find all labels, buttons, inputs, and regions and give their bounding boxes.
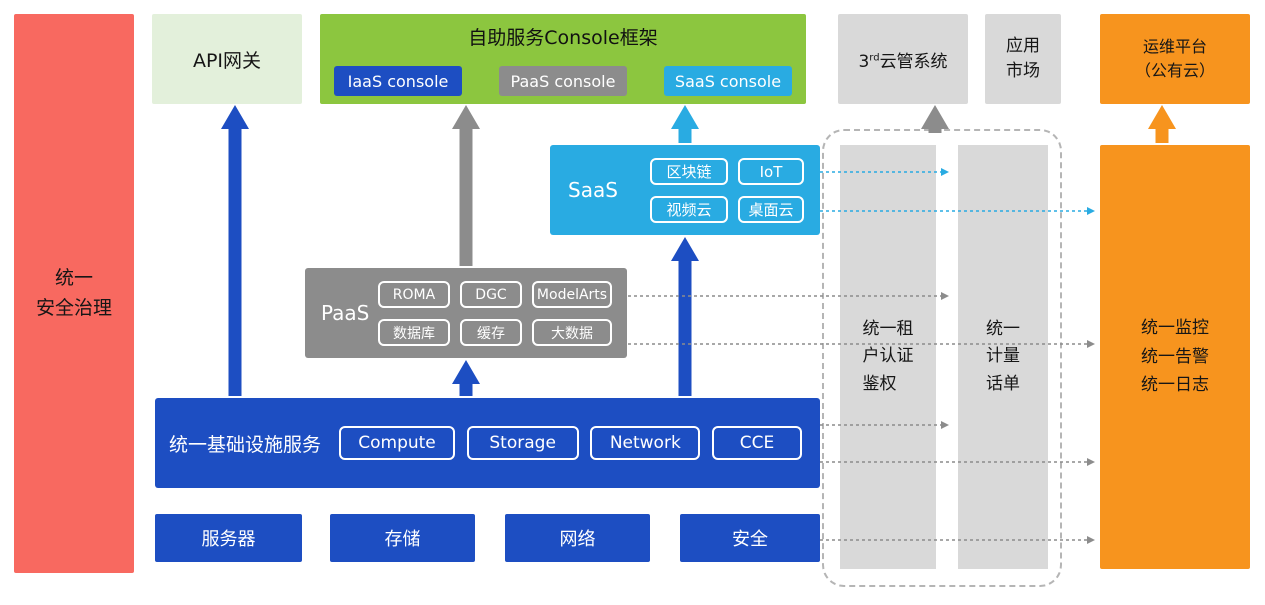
chip-video-cloud: 视频云: [650, 196, 728, 223]
third-party-sup: rd: [869, 51, 880, 63]
chip-modelarts: ModelArts: [532, 281, 612, 308]
hw-security-box: 安全: [680, 514, 820, 562]
monitoring-box: 统一监控 统一告警 统一日志: [1100, 145, 1250, 569]
chip-database: 数据库: [378, 319, 450, 346]
paas-chip-grid: ROMA DGC ModelArts 数据库 缓存 大数据: [378, 281, 612, 346]
infrastructure-bar: 统一基础设施服务 Compute Storage Network CCE: [155, 398, 820, 488]
chip-cache: 缓存: [460, 319, 522, 346]
chip-desktop-cloud: 桌面云: [738, 196, 804, 223]
iaas-console-badge: IaaS console: [334, 66, 462, 96]
hw-network-box: 网络: [505, 514, 650, 562]
third-party-cloud-label: 3rd云管系统: [858, 47, 947, 72]
chip-blockchain: 区块链: [650, 158, 728, 185]
security-governance-bar: 统一 安全治理: [14, 14, 134, 573]
third-party-num: 3: [858, 51, 870, 72]
paas-box: PaaS ROMA DGC ModelArts 数据库 缓存 大数据: [305, 268, 627, 358]
tenant-auth-bar: 统一租 户认证 鉴权: [840, 145, 936, 569]
api-gateway-box: API网关: [152, 14, 302, 104]
saas-console-badge: SaaS console: [664, 66, 792, 96]
paas-console-badge: PaaS console: [499, 66, 627, 96]
paas-label: PaaS: [321, 301, 370, 325]
chip-iot: IoT: [738, 158, 804, 185]
hw-storage-box: 存储: [330, 514, 475, 562]
saas-label: SaaS: [568, 178, 618, 202]
infrastructure-chip-row: Compute Storage Network CCE: [339, 426, 802, 460]
saas-box: SaaS 区块链 IoT 视频云 桌面云: [550, 145, 820, 235]
third-party-cloud-box: 3rd云管系统: [838, 14, 968, 104]
chip-storage: Storage: [466, 426, 579, 460]
ops-platform-box: 运维平台 （公有云）: [1100, 14, 1250, 104]
app-market-box: 应用 市场: [985, 14, 1061, 104]
chip-roma: ROMA: [378, 281, 450, 308]
saas-chip-grid: 区块链 IoT 视频云 桌面云: [650, 158, 804, 223]
chip-compute: Compute: [339, 426, 455, 460]
console-framework-box: 自助服务Console框架 IaaS console PaaS console …: [320, 14, 806, 104]
console-badges-row: IaaS console PaaS console SaaS console: [334, 66, 792, 96]
chip-dgc: DGC: [460, 281, 522, 308]
chip-cce: CCE: [711, 426, 802, 460]
console-framework-title: 自助服务Console框架: [468, 27, 658, 49]
chip-bigdata: 大数据: [532, 319, 612, 346]
infrastructure-label: 统一基础设施服务: [169, 433, 322, 456]
shared-services-dashed-container: [822, 129, 1062, 587]
chip-network: Network: [590, 426, 701, 460]
third-party-rest: 云管系统: [879, 51, 948, 72]
metering-bar: 统一 计量 话单: [958, 145, 1048, 569]
hw-server-box: 服务器: [155, 514, 302, 562]
